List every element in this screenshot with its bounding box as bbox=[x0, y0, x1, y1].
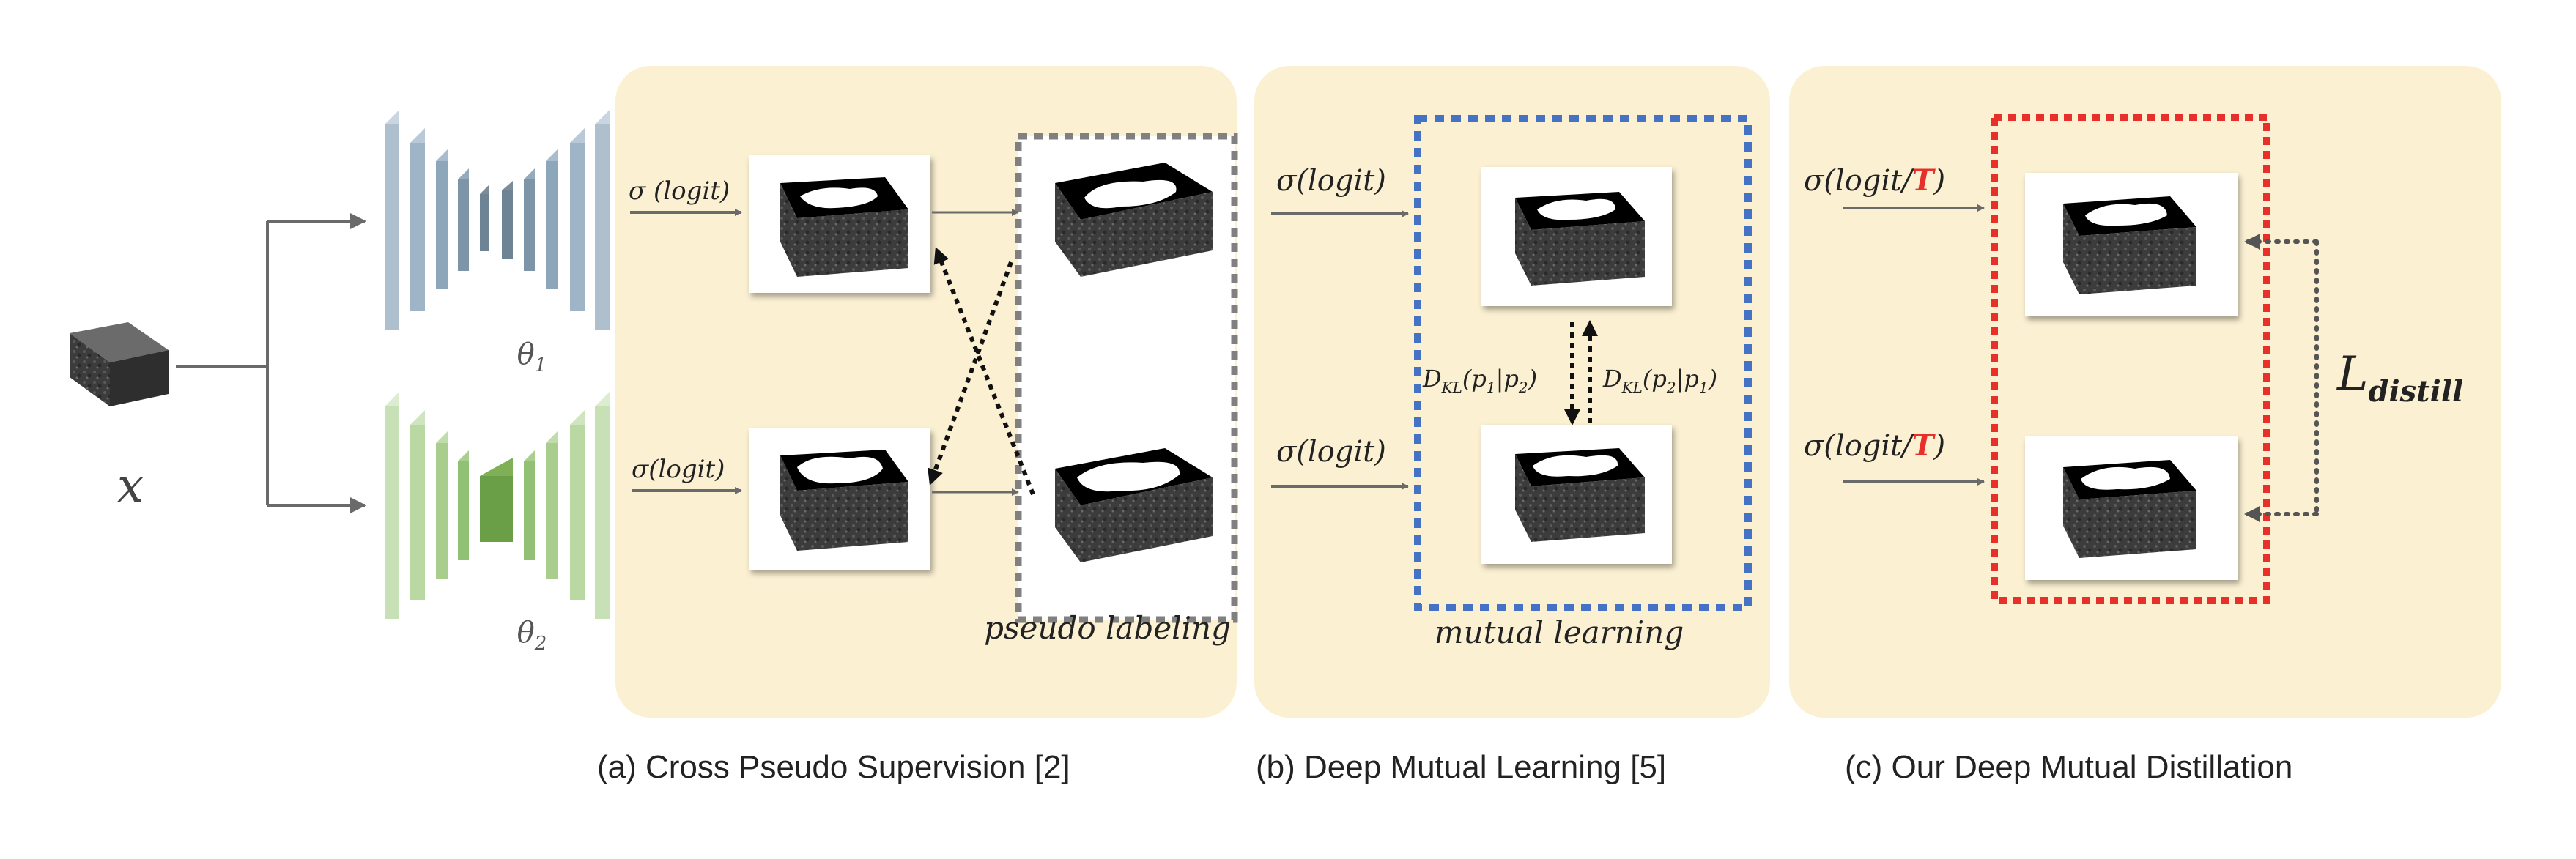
panel-c-caption: (c) Our Deep Mutual Distillation bbox=[1845, 749, 2292, 785]
panel-b-prediction-2 bbox=[1481, 425, 1672, 564]
panel-b-caption: (b) Deep Mutual Learning [5] bbox=[1256, 749, 1666, 785]
panel-b-input-label-bottom: σ(logit) bbox=[1276, 435, 1386, 469]
panel-c-input-label-top: σ(logit/T) bbox=[1804, 163, 1945, 198]
split-arrows bbox=[176, 213, 366, 513]
panel-c-prediction-2 bbox=[2025, 436, 2238, 580]
panel-a-input-label-top: σ (logit) bbox=[629, 176, 730, 206]
input-volume bbox=[70, 322, 169, 406]
panel-c-distillation-box bbox=[1991, 114, 2270, 604]
panel-b-kl-right: DKL(p2|p1) bbox=[1602, 365, 1717, 396]
input-symbol: x bbox=[117, 459, 144, 513]
network-theta1-label: θ1 bbox=[517, 338, 547, 376]
panel-a-prediction-2 bbox=[749, 428, 930, 570]
panel-a-input-label-bottom: σ(logit) bbox=[632, 455, 725, 484]
panel-c-input-label-bottom: σ(logit/T) bbox=[1804, 428, 1945, 463]
panel-b-prediction-1 bbox=[1481, 167, 1672, 306]
network-theta2 bbox=[385, 392, 610, 619]
panel-c-distill-arrows bbox=[2244, 234, 2319, 522]
panel-a-caption: (a) Cross Pseudo Supervision [2] bbox=[597, 749, 1070, 785]
panel-b-input-label-top: σ(logit) bbox=[1276, 164, 1386, 198]
panel-a-pseudo-label-1 bbox=[1055, 163, 1213, 277]
network-theta1 bbox=[385, 110, 610, 330]
network-theta2-label: θ2 bbox=[517, 616, 547, 655]
panel-a-cross-arrow-2 bbox=[933, 247, 1035, 496]
panel-b-mutual-learning-box bbox=[1414, 115, 1752, 611]
panel-a-pseudo-label-2 bbox=[1055, 448, 1213, 562]
panel-a-cross-arrow-1 bbox=[928, 261, 1013, 486]
panel-b-kl-left: DKL(p1|p2) bbox=[1422, 365, 1537, 396]
panel-a-prediction-1 bbox=[749, 155, 930, 293]
panel-a-box-label: pseudo labeling bbox=[984, 610, 1231, 646]
panel-c-prediction-1 bbox=[2025, 173, 2238, 316]
panel-c-background bbox=[1789, 66, 2501, 718]
panel-c-loss-label: Ldistill bbox=[2336, 347, 2463, 409]
panel-b-box-label: mutual learning bbox=[1435, 614, 1684, 650]
